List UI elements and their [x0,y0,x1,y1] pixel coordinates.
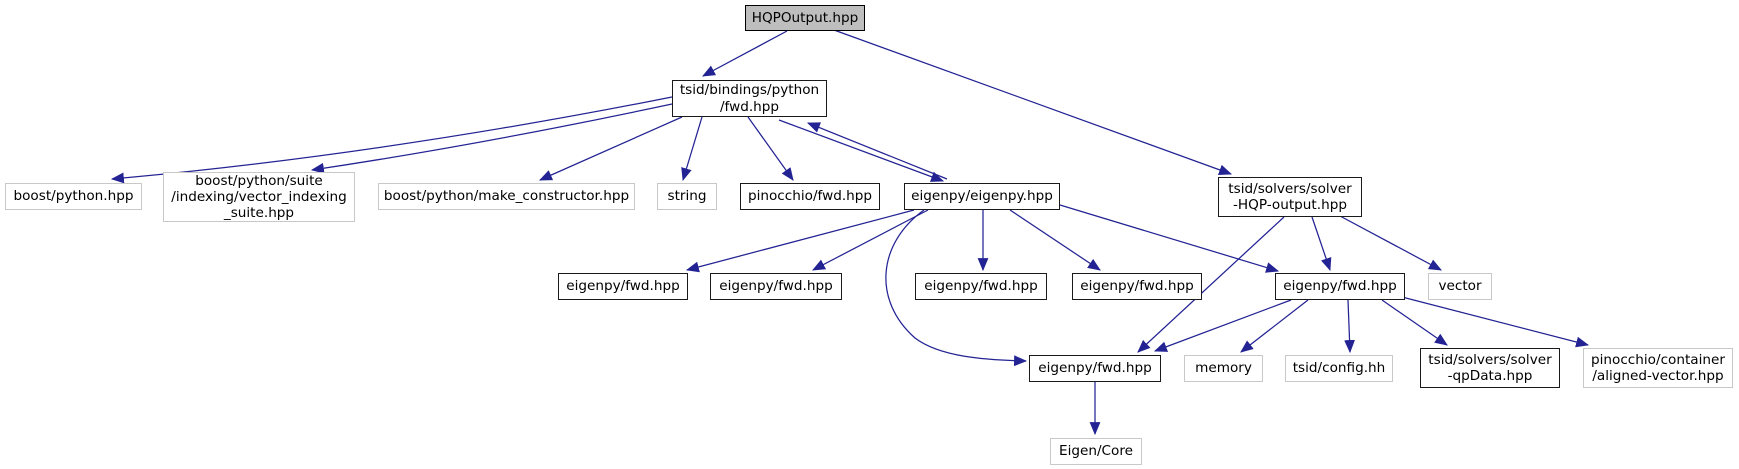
edge-eigenpy-to-fwd [806,122,948,180]
edge-fwd-to-vector-indexing-suite [310,103,673,174]
edge-eigenpy-to-fwd4 [1009,209,1101,271]
node-pinocchio-fwd[interactable]: pinocchio/fwd.hpp [740,183,880,210]
node-boost-python: boost/python.hpp [5,183,142,210]
node-bindings-fwd[interactable]: tsid/bindings/python /fwd.hpp [672,80,827,117]
node-solver-qpdata[interactable]: tsid/solvers/solver -qpData.hpp [1420,348,1560,388]
edge-root-to-bindings-fwd [702,30,788,77]
node-make-constructor: boost/python/make_constructor.hpp [378,183,635,210]
node-tsid-config: tsid/config.hh [1285,355,1393,382]
node-hqpoutput: HQPOutput.hpp [745,5,865,31]
node-eigenpy-fwd-4[interactable]: eigenpy/fwd.hpp [1072,273,1202,300]
node-eigen-core: Eigen/Core [1050,438,1142,465]
edge-fwd5-to-memory [1240,299,1309,353]
edge-fwd-to-string [681,116,703,182]
node-memory: memory [1184,355,1263,382]
edge-eigenpy-to-fwd-main [885,209,1028,367]
node-eigenpy-eigenpy[interactable]: eigenpy/eigenpy.hpp [904,183,1060,210]
edge-fwd5-to-solver-qpdata [1381,299,1448,346]
edge-fwd-to-make-constructor [539,116,683,181]
edge-fwd5-to-aligned-vector [1401,296,1590,348]
edge-eigenpy-to-fwd5 [1059,204,1280,273]
node-solver-hqp-output[interactable]: tsid/solvers/solver -HQP-output.hpp [1218,177,1362,217]
edge-fwd5-to-tsid-config [1344,299,1355,354]
edge-fwd-to-pinocchio-fwd [747,116,794,181]
node-eigenpy-fwd-3[interactable]: eigenpy/fwd.hpp [915,273,1047,300]
edge-solver-hqp-to-vector [1339,215,1442,271]
edge-solver-hqp-to-fwd5 [1311,216,1332,272]
edge-fwd5-to-fwd-main [1153,299,1292,352]
node-eigenpy-fwd-5[interactable]: eigenpy/fwd.hpp [1275,273,1405,300]
node-vector-indexing-suite: boost/python/suite /indexing/vector_inde… [163,172,355,222]
edge-fwd-to-boost-python [110,96,673,184]
node-string: string [657,183,717,210]
node-eigenpy-fwd-2[interactable]: eigenpy/fwd.hpp [710,273,842,300]
node-eigenpy-fwd-1[interactable]: eigenpy/fwd.hpp [558,273,688,300]
edge-fwd-to-eigenpy [778,119,945,182]
node-vector: vector [1428,273,1492,300]
edge-solver-hqp-to-fwd-main [1137,216,1285,353]
edge-root-to-solver-hqp [833,29,1233,176]
node-pinocchio-aligned-vector: pinocchio/container /aligned-vector.hpp [1583,348,1733,388]
edge-eigenpy-to-fwd1 [685,209,915,273]
edge-eigenpy-to-fwd2 [812,209,929,271]
node-eigenpy-fwd-main[interactable]: eigenpy/fwd.hpp [1029,355,1161,382]
